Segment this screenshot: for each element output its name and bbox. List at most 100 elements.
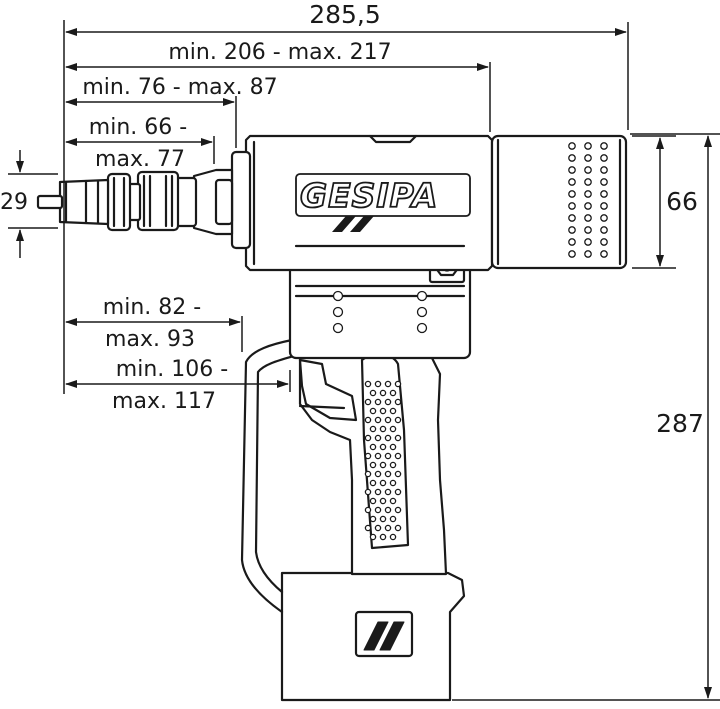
grip-dot (364, 434, 372, 442)
rear-cap (490, 134, 628, 270)
grip-dot (369, 461, 377, 469)
grip-dot (369, 497, 377, 505)
vent-hole (600, 142, 608, 150)
grip-dot (364, 398, 372, 406)
nozzle-length-label-1: min. 66 - (89, 115, 187, 140)
grip-dot (364, 524, 372, 532)
brand-logo-mark (332, 216, 374, 232)
vent-hole (600, 214, 608, 222)
grip-dot (389, 443, 397, 451)
trigger-length-label-1: min. 82 - (103, 295, 201, 320)
vent-hole (568, 202, 576, 210)
vent-hole (584, 250, 592, 258)
grip-dot (379, 479, 387, 487)
grip-dot (384, 506, 392, 514)
grip-dot (379, 443, 387, 451)
nozzle-length-label-2: max. 77 (95, 147, 185, 172)
head-housing: GESIPA (244, 134, 494, 272)
grip-dot (384, 452, 392, 460)
brand-logo-text: GESIPA (300, 176, 438, 215)
grip-dot (369, 515, 377, 523)
block-markers (332, 290, 428, 334)
grip-dot (369, 425, 377, 433)
grip-dot (389, 515, 397, 523)
vent-hole (584, 154, 592, 162)
grip-dot (394, 470, 402, 478)
grip-dot (379, 461, 387, 469)
vent-hole (568, 178, 576, 186)
grip-dot (394, 398, 402, 406)
grip-dot (374, 434, 382, 442)
grip-dot (379, 515, 387, 523)
grip-dot (394, 434, 402, 442)
grip-dot (374, 488, 382, 496)
grip-texture (364, 380, 402, 541)
nose-piece (36, 150, 252, 250)
overall-length-label: 285,5 (309, 0, 381, 29)
grip-dot (384, 488, 392, 496)
vent-hole (568, 250, 576, 258)
grip-dot (389, 389, 397, 397)
grip-dot (369, 479, 377, 487)
grip-dot (374, 524, 382, 532)
vent-hole (584, 214, 592, 222)
vent-hole (568, 142, 576, 150)
grip-dot (364, 452, 372, 460)
head-height-label: 66 (666, 187, 698, 216)
grip-dot (389, 425, 397, 433)
grip-dot (374, 470, 382, 478)
grip-length-label-1: min. 106 - (116, 357, 228, 382)
vent-hole (600, 166, 608, 174)
grip-dot (379, 389, 387, 397)
dimension-lines (8, 20, 720, 701)
grip-dot (384, 434, 392, 442)
vent-hole (584, 190, 592, 198)
vent-hole (568, 238, 576, 246)
grip-dot (389, 497, 397, 505)
grip-dot (394, 524, 402, 532)
grip-dot (364, 416, 372, 424)
vent-hole (584, 142, 592, 150)
vent-hole (584, 202, 592, 210)
length-range-2-label: min. 76 - max. 87 (82, 75, 277, 100)
grip-dot (379, 407, 387, 415)
handle-grip (240, 338, 448, 614)
grip-dot (369, 443, 377, 451)
nozzle-diameter-label: 29 (0, 190, 28, 215)
grip-dot (374, 398, 382, 406)
dimension-labels: 285,5 min. 206 - max. 217 min. 76 - max.… (0, 0, 704, 438)
vent-hole (584, 178, 592, 186)
vent-hole (568, 214, 576, 222)
grip-dot (394, 452, 402, 460)
grip-dot (379, 425, 387, 433)
grip-dot (384, 416, 392, 424)
battery-pack (280, 571, 466, 702)
grip-dot (364, 470, 372, 478)
riveting-tool: GESIPA (36, 134, 628, 702)
grip-dot (369, 533, 377, 541)
grip-dot (394, 380, 402, 388)
grip-dot (364, 488, 372, 496)
grip-dot (379, 533, 387, 541)
grip-dot (374, 452, 382, 460)
grip-dot (374, 506, 382, 514)
vent-hole (584, 238, 592, 246)
grip-dot (389, 407, 397, 415)
grip-dot (384, 524, 392, 532)
vent-hole (600, 178, 608, 186)
vent-hole (600, 154, 608, 162)
grip-dot (384, 470, 392, 478)
grip-dot (384, 398, 392, 406)
vent-hole (600, 190, 608, 198)
grip-dot (364, 380, 372, 388)
grip-dot (374, 380, 382, 388)
vent-hole (584, 166, 592, 174)
grip-dot (389, 533, 397, 541)
grip-dot (389, 461, 397, 469)
vent-hole (568, 166, 576, 174)
grip-dot (364, 506, 372, 514)
vent-hole (568, 190, 576, 198)
rear-cap-vents (568, 142, 608, 258)
vent-hole (600, 250, 608, 258)
